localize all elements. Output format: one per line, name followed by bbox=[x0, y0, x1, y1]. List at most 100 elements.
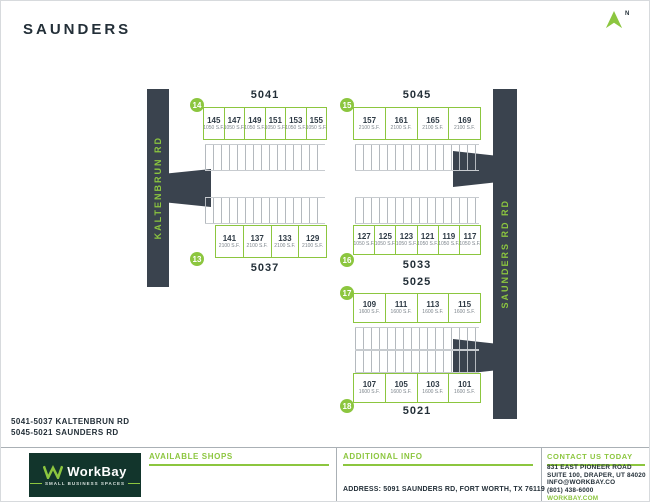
unit-number: 101 bbox=[457, 380, 472, 389]
parking-stalls bbox=[355, 144, 479, 171]
unit-sqft: 1600 S.F. bbox=[422, 389, 444, 395]
building-label-5037: 5037 bbox=[250, 262, 280, 274]
workbay-logo-icon bbox=[43, 464, 64, 479]
address-note: 5041-5037 KALTENBRUN RD 5045-5021 SAUNDE… bbox=[11, 416, 129, 438]
unit-number: 145 bbox=[207, 115, 221, 125]
contact-address-1: 831 EAST PIONEER ROAD bbox=[547, 464, 632, 471]
website-link[interactable]: WORKBAY.COM bbox=[547, 495, 599, 502]
footer-divider bbox=[1, 447, 649, 448]
building-badge-13: 13 bbox=[190, 252, 204, 266]
unit-sqft: 1050 S.F. bbox=[285, 124, 307, 131]
building-badge-15: 15 bbox=[340, 98, 354, 112]
page-title: SAUNDERS bbox=[23, 21, 132, 38]
unit-sqft: 1600 S.F. bbox=[390, 309, 412, 315]
footer-column-divider bbox=[336, 447, 337, 501]
additional-info-heading: ADDITIONAL INFO bbox=[343, 452, 533, 466]
unit-number: 151 bbox=[268, 115, 282, 125]
unit-sqft: 1600 S.F. bbox=[422, 309, 444, 315]
unit-number: 111 bbox=[394, 300, 408, 309]
road-kaltenbrun-label: KALTENBRUN RD bbox=[153, 136, 163, 240]
unit-number: 127 bbox=[357, 232, 371, 241]
unit-number: 121 bbox=[420, 232, 435, 241]
note-line-1: 5041-5037 KALTENBRUN RD bbox=[11, 417, 130, 426]
unit-number: 169 bbox=[457, 115, 472, 125]
unit-sqft: 1600 S.F. bbox=[358, 389, 380, 395]
building-badge-16: 16 bbox=[340, 253, 354, 267]
unit-number: 125 bbox=[378, 232, 392, 241]
unit-sqft: 1600 S.F. bbox=[390, 389, 412, 395]
contact-heading: CONTACT US TODAY bbox=[547, 452, 645, 466]
unit-number: 129 bbox=[305, 233, 320, 243]
tagline-bar bbox=[128, 483, 141, 484]
unit-sqft: 2100 S.F. bbox=[274, 242, 296, 249]
unit-number: 165 bbox=[426, 115, 440, 125]
building-label-5033: 5033 bbox=[402, 259, 432, 271]
parking-stalls bbox=[355, 327, 479, 350]
road-saunders: SAUNDERS RD RD bbox=[493, 89, 517, 419]
road-kaltenbrun: KALTENBRUN RD bbox=[147, 89, 169, 287]
parking-stalls bbox=[355, 197, 479, 224]
unit-number: 153 bbox=[289, 115, 303, 125]
unit-sqft: 1600 S.F. bbox=[358, 309, 380, 315]
unit-sqft: 1050 S.F. bbox=[305, 124, 327, 131]
unit-number: 161 bbox=[394, 115, 408, 125]
north-arrow-icon bbox=[605, 11, 623, 29]
unit-sqft: 1050 S.F. bbox=[438, 241, 460, 247]
footer-column-divider bbox=[541, 447, 542, 501]
unit-number: 103 bbox=[426, 380, 440, 389]
driveway-kaltenbrun bbox=[167, 169, 211, 207]
unit-sqft: 2100 S.F. bbox=[358, 124, 380, 131]
unit-sqft: 2100 S.F. bbox=[246, 242, 268, 249]
unit-number: 113 bbox=[426, 300, 440, 309]
contact-email-link[interactable]: INFO@WORKBAY.CO bbox=[547, 479, 616, 487]
unit-number: 119 bbox=[442, 232, 456, 241]
unit-sqft: 1600 S.F. bbox=[454, 389, 476, 395]
unit-sqft: 2100 S.F. bbox=[302, 242, 324, 249]
unit-sqft: 1050 S.F. bbox=[244, 124, 266, 131]
unit-sqft: 1050 S.F. bbox=[417, 241, 439, 247]
building-label-5025: 5025 bbox=[402, 276, 432, 288]
unit-number: 105 bbox=[394, 380, 408, 389]
unit-sqft: 1050 S.F. bbox=[374, 241, 396, 247]
building-label-5041: 5041 bbox=[250, 89, 280, 101]
note-line-2: 5045-5021 SAUNDERS RD bbox=[11, 428, 119, 437]
compass: N bbox=[605, 11, 629, 29]
building-badge-18: 18 bbox=[340, 399, 354, 413]
parking-stalls bbox=[205, 197, 325, 224]
building-badge-14: 14 bbox=[190, 98, 204, 112]
unit-number: 109 bbox=[362, 300, 377, 309]
unit-sqft: 1050 S.F. bbox=[353, 241, 375, 247]
unit-sqft: 1050 S.F. bbox=[203, 124, 225, 131]
unit-number: 157 bbox=[362, 115, 377, 125]
unit-number: 137 bbox=[250, 233, 264, 243]
